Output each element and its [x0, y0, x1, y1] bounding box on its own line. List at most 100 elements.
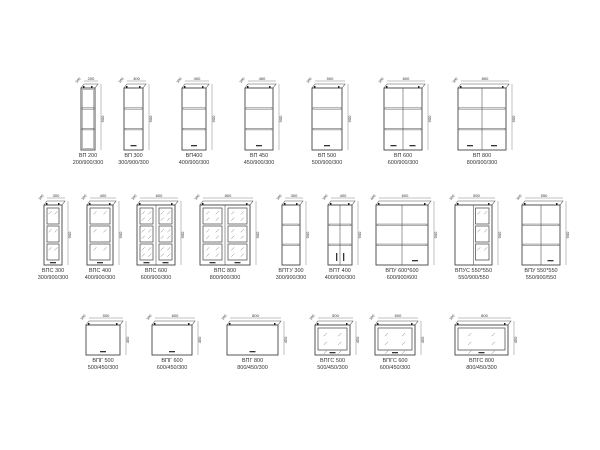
- glass-reflection-mark: [54, 247, 58, 251]
- glass-reflection-mark: [215, 211, 219, 215]
- shelf: [124, 128, 143, 131]
- glass-reflection-mark: [215, 247, 219, 251]
- hanger: [188, 323, 190, 325]
- glass-panel: [139, 243, 154, 261]
- handle: [234, 262, 241, 264]
- hanger: [502, 86, 504, 88]
- glass-reflection-mark: [231, 217, 235, 221]
- glass-reflection-mark: [54, 229, 58, 233]
- glass-reflection-mark: [141, 217, 145, 221]
- hanger: [411, 323, 413, 325]
- height-dimension: 900: [118, 231, 123, 238]
- glass-reflection-mark: [338, 341, 342, 346]
- width-dimension: 400: [340, 193, 347, 198]
- glass-reflection-mark: [483, 247, 488, 251]
- cabinet-model: ВПГС 800: [468, 358, 495, 364]
- glass-reflection-mark: [206, 211, 210, 215]
- handle: [409, 145, 416, 147]
- depth-dimension: 300: [38, 194, 45, 201]
- handle: [97, 262, 103, 264]
- glass-reflection-mark: [477, 211, 481, 215]
- cabinet-model: ВПУС 550*550: [454, 268, 493, 274]
- hanger: [229, 323, 231, 325]
- cabinet-model: ВП 500: [317, 153, 337, 159]
- cabinet-dimensions: 550/900/550: [458, 274, 489, 281]
- cabinet-model: ВПГС 600: [382, 358, 408, 364]
- glass-reflection-mark: [323, 341, 327, 346]
- cabinet-model: ВП 300: [124, 153, 143, 159]
- glass-reflection-mark: [93, 229, 97, 233]
- glass-panel: [158, 243, 173, 261]
- width-dimension: 800: [225, 193, 232, 198]
- glass-reflection-mark: [167, 235, 171, 239]
- hanger: [348, 203, 350, 205]
- cabinet-dimensions: 500/900/300: [311, 159, 343, 166]
- cabinet-dimensions: 550/900/550: [525, 274, 557, 281]
- cabinet-body: [86, 204, 114, 266]
- cabinet-dimensions: 300/900/300: [118, 159, 149, 166]
- cabinet-top: [457, 83, 510, 89]
- glass-panel: [202, 207, 223, 225]
- height-dimension: 450: [355, 336, 360, 343]
- hanger: [274, 323, 276, 325]
- cabinet-body: [123, 87, 144, 151]
- glass-reflection-mark: [215, 217, 219, 221]
- glass-reflection-mark: [148, 229, 152, 233]
- glass-reflection-mark: [160, 247, 164, 251]
- glass-reflection-mark: [103, 247, 107, 251]
- height-dimension: 450: [283, 336, 288, 343]
- cabinet-model: ВПУ 600*600: [385, 268, 419, 274]
- glass-reflection-mark: [167, 253, 171, 257]
- handle: [478, 352, 485, 354]
- width-dimension: 300: [133, 76, 140, 81]
- width-dimension: 600: [403, 76, 410, 81]
- cabinet-model: ВПУ 550*550: [524, 268, 558, 274]
- glass-reflection-mark: [401, 350, 406, 354]
- height-dimension: 900: [347, 115, 352, 122]
- hanger: [330, 203, 332, 205]
- glass-reflection-mark: [215, 235, 219, 239]
- hanger: [556, 203, 558, 205]
- depth-dimension: 300: [378, 77, 385, 84]
- depth-dimension: 300: [146, 314, 153, 321]
- glass-reflection-mark: [141, 211, 145, 215]
- cabinet-model: ВПС 800: [213, 268, 237, 274]
- cabinet-top: [244, 83, 277, 89]
- glass-reflection-mark: [468, 341, 472, 346]
- hanger: [109, 203, 111, 205]
- glass-reflection-mark: [167, 229, 171, 233]
- cabinet-dimensions: 800/900/300: [209, 274, 241, 281]
- hanger: [346, 323, 348, 325]
- hanger: [418, 86, 420, 88]
- height-dimension: 900: [305, 231, 310, 238]
- hanger: [91, 86, 93, 88]
- glass-panel: [139, 225, 154, 243]
- cabinet-dimensions: 600/900/300: [387, 159, 419, 166]
- cabinet-model: ВП 800: [472, 153, 492, 159]
- shelf: [124, 107, 143, 110]
- cabinet-dimensions: 300/900/300: [37, 274, 69, 281]
- cabinet-dimensions: 500/450/300: [317, 364, 348, 371]
- glass-reflection-mark: [384, 341, 389, 346]
- hanger: [377, 323, 379, 325]
- depth-dimension: 300: [221, 314, 228, 321]
- hanger: [247, 86, 249, 88]
- handle: [336, 253, 338, 261]
- cabinet-body: [374, 324, 416, 356]
